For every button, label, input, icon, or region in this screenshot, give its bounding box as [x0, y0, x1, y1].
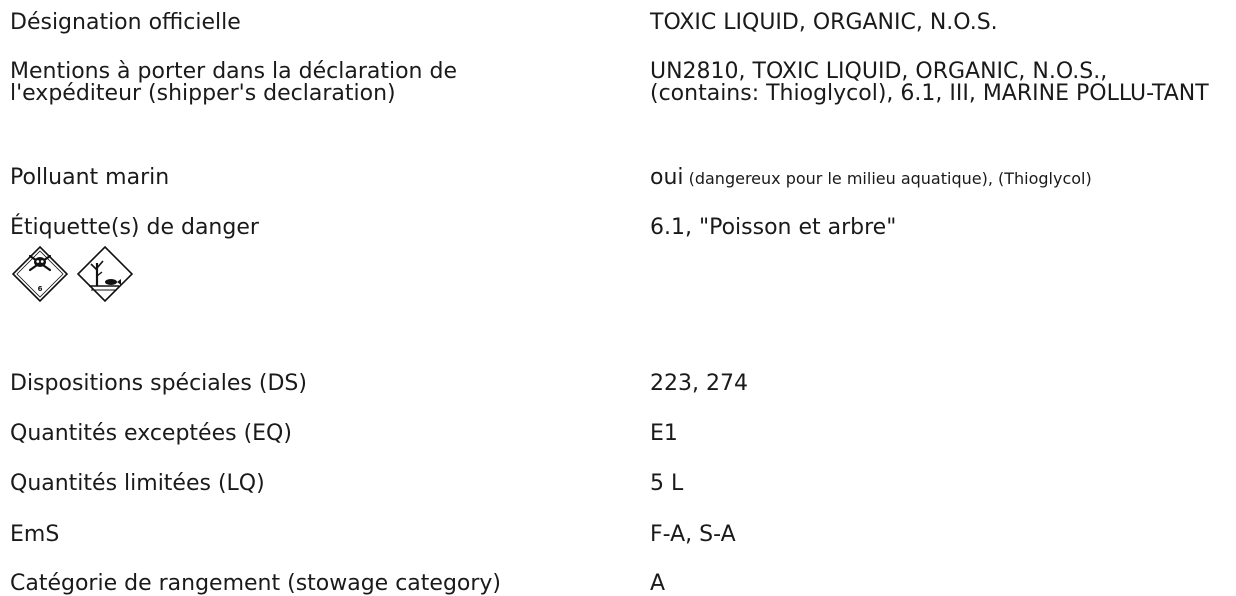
toxic-class-number: 6: [38, 285, 43, 293]
excepted-quantities-label: Quantités exceptées (EQ): [10, 421, 292, 446]
stowage-category-value: A: [650, 571, 666, 596]
shipper-declaration-value: UN2810, TOXIC LIQUID, ORGANIC, N.O.S., (…: [650, 59, 1209, 106]
shipper-declaration-label: Mentions à porter dans la déclaration de…: [10, 59, 457, 106]
marine-pollutant-label: Polluant marin: [10, 165, 170, 190]
limited-quantities-label: Quantités limitées (LQ): [10, 471, 265, 496]
marine-pollutant-note: (dangereux pour le milieu aquatique), (T…: [683, 169, 1092, 188]
marine-pollutant-value: oui (dangereux pour le milieu aquatique)…: [650, 167, 1230, 190]
stowage-category-label: Catégorie de rangement (stowage category…: [10, 571, 502, 596]
hazard-labels-value: 6.1, "Poisson et arbre": [650, 215, 897, 240]
environment-fish-tree-icon: [77, 246, 133, 302]
limited-quantities-value: 5 L: [650, 471, 684, 496]
ems-label: EmS: [10, 522, 60, 547]
excepted-quantities-value: E1: [650, 421, 678, 446]
skull-crossbones-icon: 6: [12, 246, 68, 302]
official-designation-label: Désignation officielle: [10, 10, 241, 35]
hazard-labels-label: Étiquette(s) de danger: [10, 215, 259, 240]
ems-value: F-A, S-A: [650, 522, 736, 547]
marine-pollutant-main: oui: [650, 165, 684, 190]
special-provisions-label: Dispositions spéciales (DS): [10, 371, 307, 396]
hazard-pictograms: 6: [12, 246, 135, 302]
official-designation-value: TOXIC LIQUID, ORGANIC, N.O.S.: [650, 10, 998, 35]
special-provisions-value: 223, 274: [650, 371, 748, 396]
